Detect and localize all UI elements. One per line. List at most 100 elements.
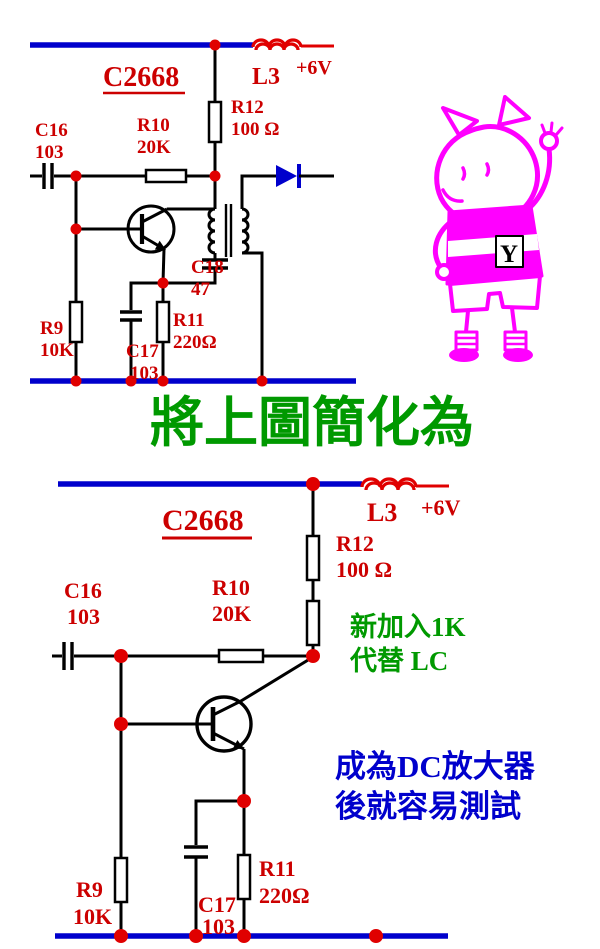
- pig-ear-right: [497, 95, 531, 127]
- r10-name-label: R10: [137, 115, 170, 136]
- resistor-r10-2: [217, 648, 265, 664]
- junction-dot: [125, 375, 137, 387]
- resistor-r9: [68, 300, 84, 344]
- transformer-primary-winding: [207, 207, 216, 255]
- part-number-label-2: C2668: [162, 504, 244, 537]
- note-green-line2: 代替 LC: [349, 646, 448, 676]
- resistor-r10: [144, 168, 188, 184]
- resistor-r11-2: [236, 853, 252, 901]
- r11-value-label: 220Ω: [173, 332, 217, 353]
- resistor-r11: [155, 300, 171, 344]
- pig-mascot: Y: [432, 95, 564, 362]
- c16-value-label-2: 103: [67, 604, 100, 629]
- r9-name-label-2: R9: [76, 877, 103, 902]
- junction-dot: [237, 794, 251, 808]
- pig-sock-right-stripes: [503, 336, 528, 346]
- bottom-circuit: C2668 L3 +6V R12 100 Ω C16 103 R10 20K 新…: [52, 477, 536, 943]
- r12-value-label-2: 100 Ω: [336, 557, 392, 582]
- c17-name-label-2: C17: [198, 892, 236, 917]
- pig-left-arm: [432, 218, 455, 271]
- pig-sock-left-stripes: [454, 336, 479, 346]
- pig-ear-left: [441, 106, 479, 137]
- top-circuit: C2668 L3 +6V R12 100 Ω C16 103 R10 20K C…: [30, 38, 356, 387]
- c17-value-label-2: 103: [202, 914, 235, 939]
- wire-c17-top-2: [194, 799, 244, 845]
- pig-eye-right: [485, 162, 491, 177]
- part-number-label: C2668: [103, 62, 179, 93]
- junction-dot: [306, 649, 320, 663]
- pig-sock-right: [503, 330, 528, 352]
- supply-label-2: +6V: [421, 495, 461, 520]
- resistor-new-1k: [305, 599, 321, 647]
- junction-dot: [114, 929, 128, 943]
- r12-value-label: 100 Ω: [231, 119, 279, 140]
- inductor-l3-coil-2: [360, 477, 418, 488]
- junction-dot: [70, 223, 82, 235]
- transistor-collector: [141, 207, 168, 224]
- diode: [276, 165, 297, 187]
- junction-dots-bottom: [114, 477, 383, 943]
- junction-dot: [70, 170, 82, 182]
- emitter-arrow-2: [232, 740, 244, 749]
- r11-value-label-2: 220Ω: [259, 883, 310, 908]
- r10-name-label-2: R10: [212, 575, 250, 600]
- c18-name-label: C18: [191, 257, 224, 278]
- emitter-arrow: [154, 240, 166, 250]
- junction-dot: [209, 39, 221, 51]
- wire-emitter: [161, 248, 166, 284]
- r9-value-label: 10K: [40, 340, 74, 361]
- junction-dot: [256, 375, 268, 387]
- resistor-r9-2: [113, 856, 129, 904]
- junction-dot: [209, 170, 221, 182]
- junction-dot: [189, 929, 203, 943]
- wire-secondary-top: [240, 174, 276, 209]
- pig-sock-left: [454, 330, 479, 352]
- section-title: 將上圖簡化為: [150, 393, 474, 453]
- junction-dot: [114, 717, 128, 731]
- note-blue-line2: 後就容易測試: [335, 789, 521, 824]
- junction-dot: [157, 277, 169, 289]
- pig-shoe-left: [449, 348, 479, 362]
- c16-value-label: 103: [35, 142, 64, 163]
- resistor-r12: [207, 100, 223, 144]
- note-green-line1: 新加入1K: [350, 611, 466, 642]
- wire-collector-2: [240, 655, 314, 703]
- transistor-collector-2: [212, 699, 242, 717]
- c17-name-label: C17: [126, 341, 159, 362]
- c17-value-label: 103: [130, 363, 159, 384]
- r12-name-label-2: R12: [336, 531, 374, 556]
- wire-c18-bottom: [163, 268, 217, 285]
- inductor-l3-coil-2-scribble: [364, 481, 416, 491]
- r9-name-label: R9: [40, 318, 63, 339]
- transformer-secondary-winding: [241, 207, 250, 255]
- r11-name-label-2: R11: [259, 856, 296, 881]
- resistor-r12-2: [305, 534, 321, 582]
- r11-name-label: R11: [173, 310, 205, 331]
- inductor-l3-coil-scribble: [254, 42, 300, 51]
- pig-shirt-patch: [495, 235, 524, 268]
- c18-value-label: 47: [191, 279, 211, 300]
- r9-value-label-2: 10K: [73, 904, 112, 929]
- pig-shorts: [448, 274, 542, 313]
- inductor-l3-coil: [251, 38, 303, 48]
- pig-hand: [539, 131, 559, 151]
- pig-fist: [435, 263, 453, 281]
- junction-dot: [306, 477, 320, 491]
- note-blue-line1: 成為DC放大器: [335, 749, 536, 784]
- pig-snout: [441, 188, 464, 203]
- r12-name-label: R12: [231, 97, 264, 118]
- r10-value-label-2: 20K: [212, 601, 251, 626]
- junction-dot: [70, 375, 82, 387]
- pig-eye-left: [461, 166, 467, 181]
- junction-dots-top: [70, 39, 268, 387]
- pig-leg-right: [510, 306, 517, 334]
- pig-shirt-letter: Y: [500, 241, 518, 268]
- junction-dot: [157, 375, 169, 387]
- wire-c17-top: [129, 281, 163, 310]
- junction-dot: [237, 929, 251, 943]
- junction-dot: [114, 649, 128, 663]
- pig-shoe-right: [503, 348, 533, 362]
- supply-label: +6V: [296, 57, 332, 79]
